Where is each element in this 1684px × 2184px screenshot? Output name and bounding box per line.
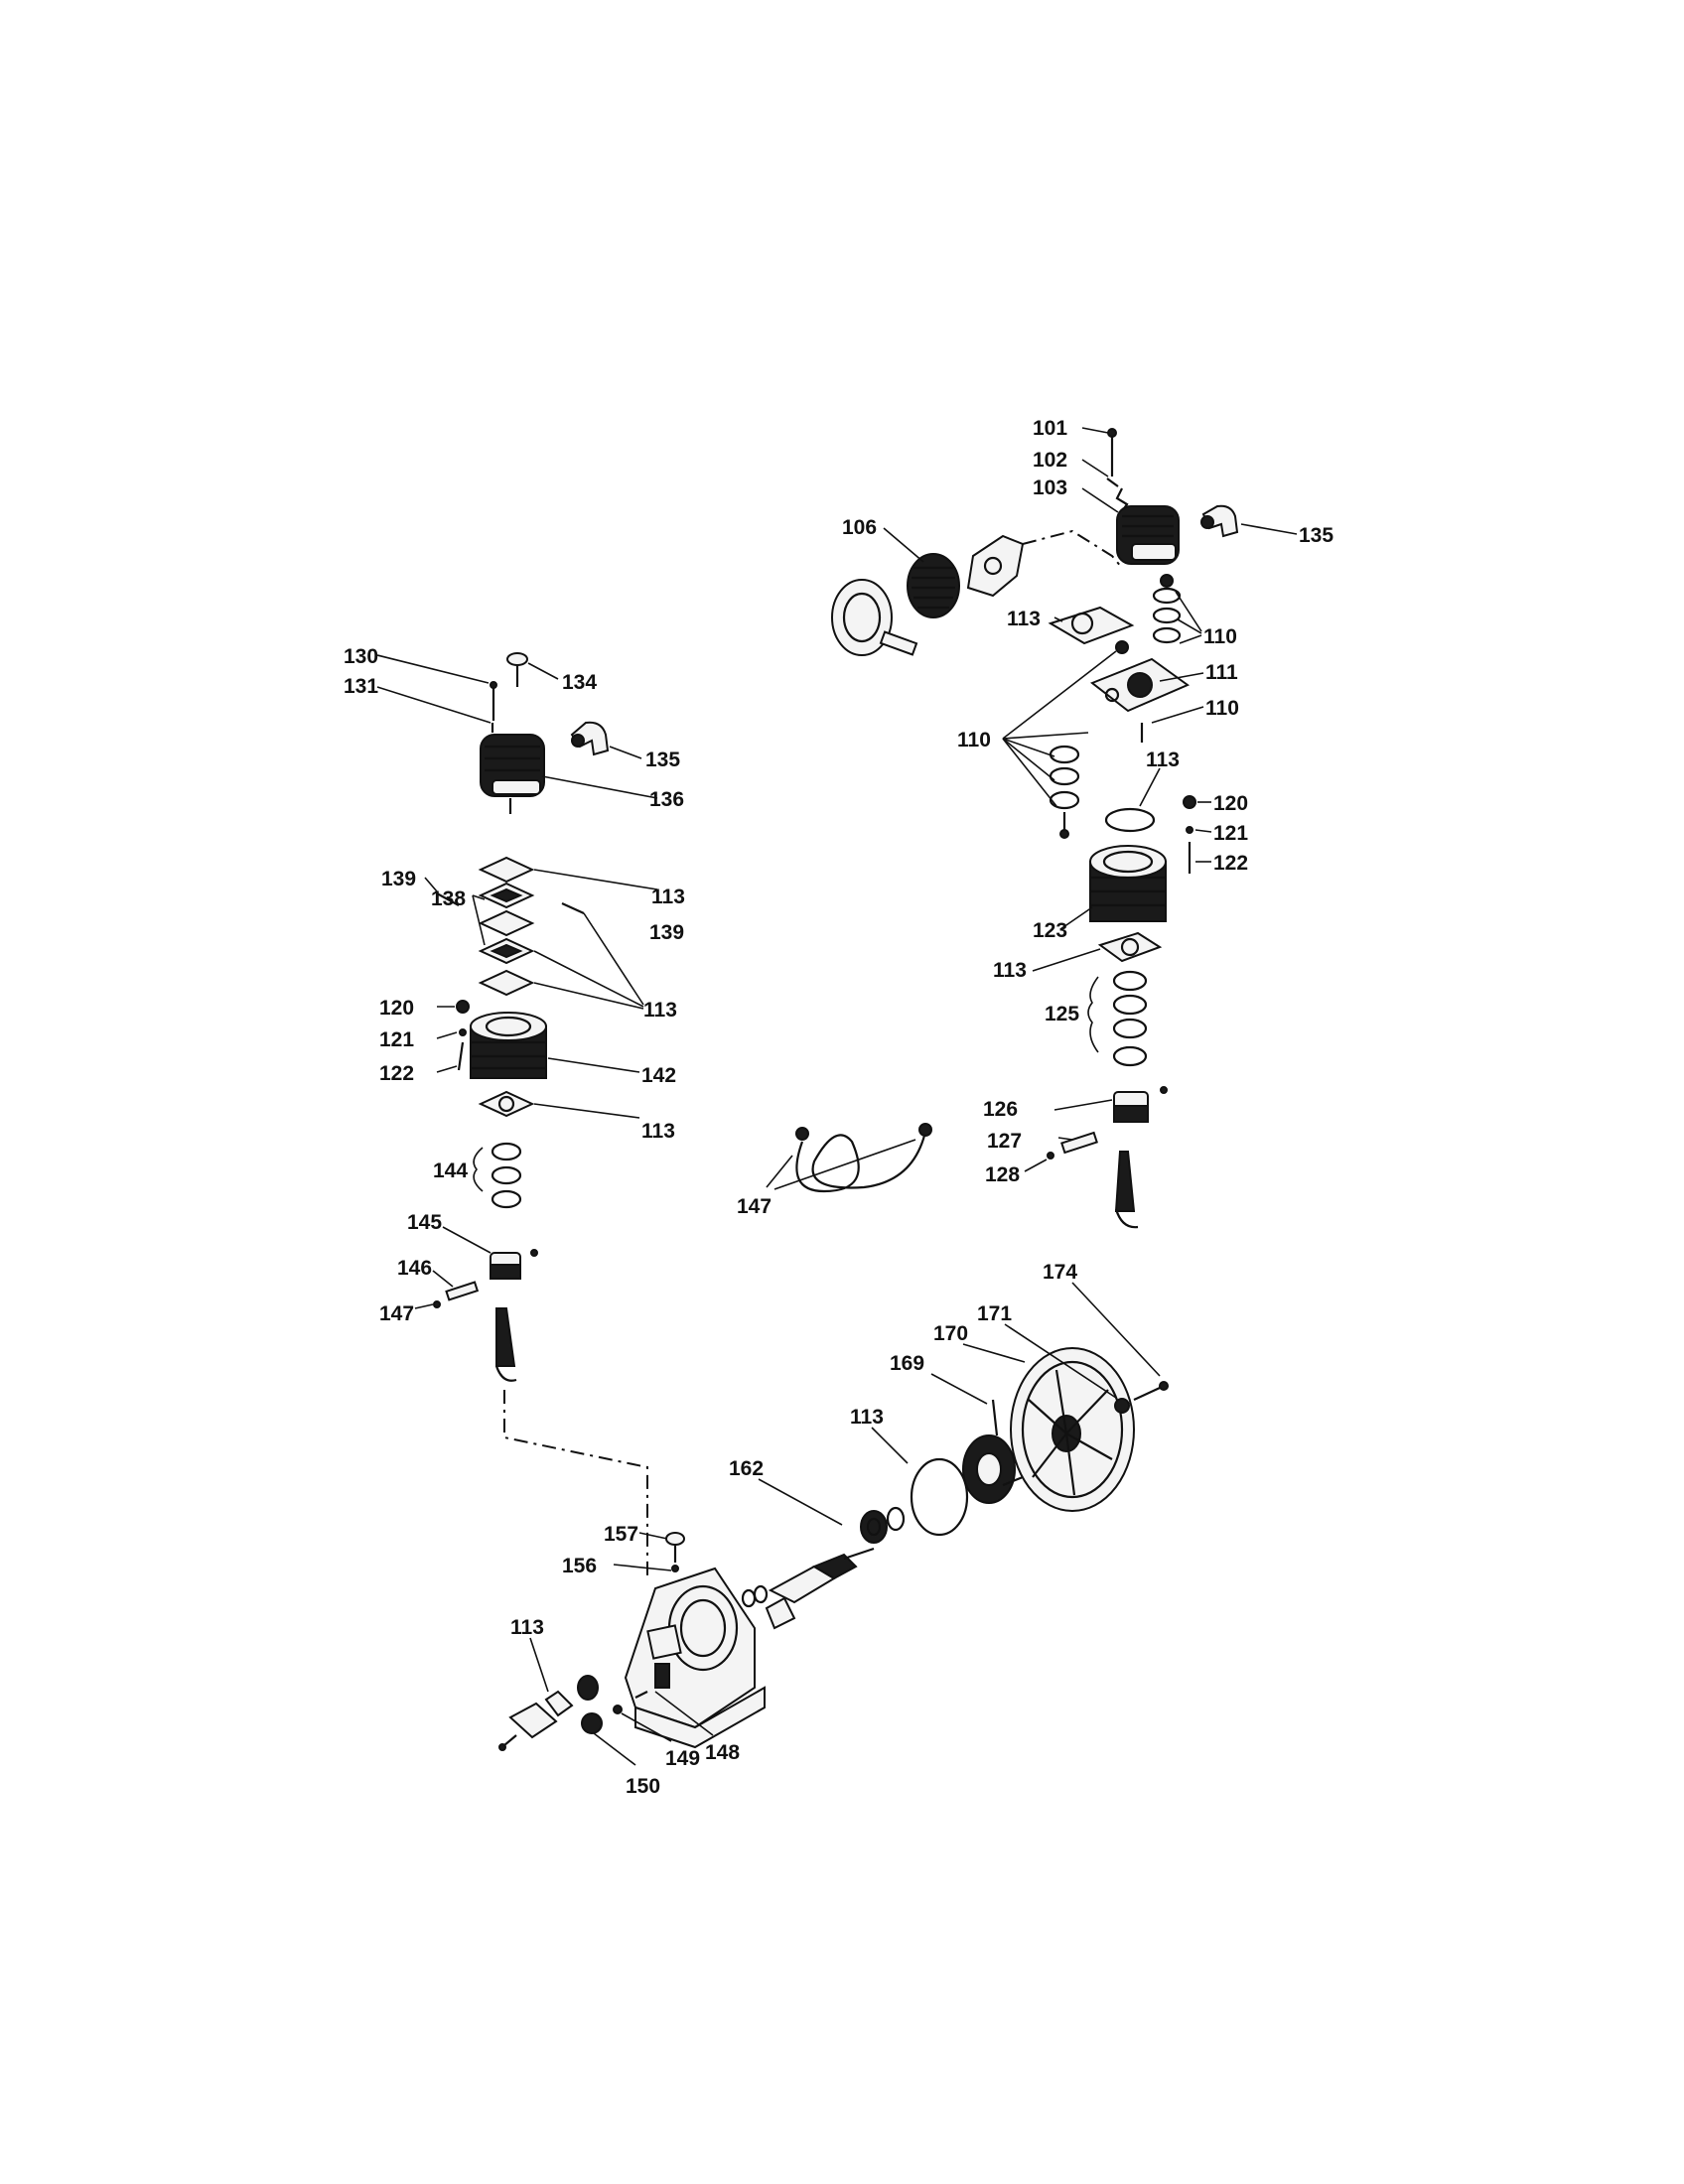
label-120-right: 120 (1213, 792, 1248, 815)
cylinder-123 (1089, 845, 1167, 922)
label-123: 123 (1033, 919, 1067, 942)
label-121-left: 121 (379, 1028, 414, 1051)
label-135-left: 135 (645, 749, 680, 771)
label-113-left-top: 113 (651, 886, 685, 908)
label-147-hose: 147 (737, 1195, 772, 1218)
label-135-right: 135 (1299, 524, 1333, 547)
label-122-left: 122 (379, 1062, 414, 1085)
label-110-left-fan: 110 (957, 729, 991, 751)
label-101: 101 (1033, 417, 1067, 440)
label-103: 103 (1033, 477, 1067, 499)
label-162: 162 (729, 1457, 764, 1480)
label-131: 131 (344, 675, 378, 698)
label-169: 169 (890, 1352, 924, 1375)
label-146: 146 (397, 1257, 432, 1280)
elbow-135-right (1201, 504, 1239, 538)
label-113-cover: 113 (510, 1616, 544, 1639)
label-121-right: 121 (1213, 822, 1248, 845)
hose-147 (795, 1123, 932, 1193)
part-labels: 101 102 103 106 135 113 110 111 110 110 … (344, 417, 1333, 1798)
label-110-right-top: 110 (1203, 625, 1237, 648)
leader-lines (376, 427, 1298, 1766)
label-157: 157 (604, 1523, 638, 1546)
label-148: 148 (705, 1741, 740, 1764)
label-127: 127 (987, 1130, 1022, 1153)
label-139-right: 139 (649, 921, 684, 944)
label-147-left: 147 (379, 1302, 414, 1325)
label-113-right-mid: 113 (1146, 749, 1180, 771)
assembly-connector-line (503, 1390, 648, 1578)
label-122-right: 122 (1213, 852, 1248, 875)
label-142: 142 (641, 1064, 676, 1087)
label-106: 106 (842, 516, 877, 539)
label-111: 111 (1205, 661, 1238, 684)
crankcase-156 (624, 1567, 766, 1749)
label-126: 126 (983, 1098, 1018, 1121)
piston-126 (1113, 1091, 1149, 1123)
label-174: 174 (1043, 1261, 1077, 1284)
label-134: 134 (562, 671, 597, 694)
label-120-left: 120 (379, 997, 414, 1020)
label-156: 156 (562, 1555, 597, 1577)
label-138: 138 (431, 887, 466, 910)
label-113-left-mid: 113 (643, 999, 677, 1022)
label-102: 102 (1033, 449, 1067, 472)
label-144: 144 (433, 1160, 468, 1182)
elbow-135-left (570, 721, 610, 756)
label-170: 170 (933, 1322, 968, 1345)
oring-113 (910, 1457, 969, 1537)
label-149: 149 (665, 1747, 700, 1770)
label-125: 125 (1045, 1003, 1079, 1025)
label-110-right-mid: 110 (1205, 697, 1239, 720)
flywheel-170 (1010, 1347, 1135, 1512)
label-139-left: 139 (381, 868, 416, 890)
head-assembly-left (433, 652, 610, 1382)
label-145: 145 (407, 1211, 442, 1234)
fan-wheel (831, 579, 893, 656)
cylinder-142 (470, 1012, 547, 1079)
label-113-right-low: 113 (993, 959, 1027, 982)
label-128: 128 (985, 1163, 1020, 1186)
label-150: 150 (626, 1775, 660, 1798)
label-136: 136 (649, 788, 684, 811)
gasket-113-right-mid (1104, 807, 1156, 833)
label-113-crank: 113 (850, 1406, 884, 1429)
crankshaft-162 (741, 1547, 875, 1630)
piston-145 (490, 1252, 521, 1280)
fan-106 (907, 553, 960, 618)
bearing-carrier (962, 1434, 1016, 1504)
label-130: 130 (344, 645, 378, 668)
cylinder-head-136 (480, 734, 545, 797)
label-171: 171 (977, 1302, 1012, 1325)
label-113-right-top: 113 (1007, 608, 1041, 630)
head-assembly-right (831, 428, 1239, 1229)
label-113-left-low: 113 (641, 1120, 675, 1143)
